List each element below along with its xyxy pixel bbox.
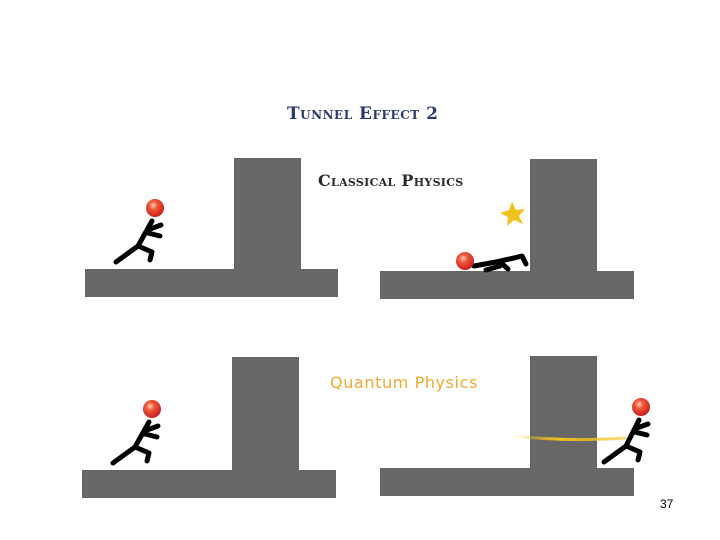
panel-quantum-after bbox=[380, 356, 651, 496]
panel-quantum-before bbox=[82, 357, 336, 498]
barrier bbox=[530, 356, 597, 469]
barrier bbox=[530, 159, 597, 272]
tunnel-trail bbox=[511, 434, 627, 442]
floor bbox=[380, 271, 634, 299]
slide-title: Tunnel Effect 2 bbox=[287, 104, 439, 124]
panel-classical-after bbox=[380, 159, 634, 299]
floor bbox=[85, 269, 338, 297]
classical-physics-label: Classical Physics bbox=[318, 171, 464, 190]
red-ball-icon bbox=[456, 252, 474, 270]
barrier bbox=[232, 357, 299, 471]
barrier bbox=[234, 158, 301, 270]
red-ball-icon bbox=[143, 400, 161, 418]
red-ball-icon bbox=[146, 199, 164, 217]
stick-figure-icon bbox=[113, 218, 164, 265]
stick-figure-icon bbox=[471, 253, 529, 273]
page-number: 37 bbox=[660, 497, 674, 511]
star-impact-icon bbox=[500, 202, 525, 226]
quantum-physics-label: Quantum Physics bbox=[330, 373, 478, 392]
red-ball-icon bbox=[632, 398, 650, 416]
stick-figure-icon bbox=[110, 419, 161, 466]
floor bbox=[82, 470, 336, 498]
panel-classical-before bbox=[85, 158, 338, 297]
stick-figure-icon bbox=[601, 417, 651, 465]
floor bbox=[380, 468, 634, 496]
